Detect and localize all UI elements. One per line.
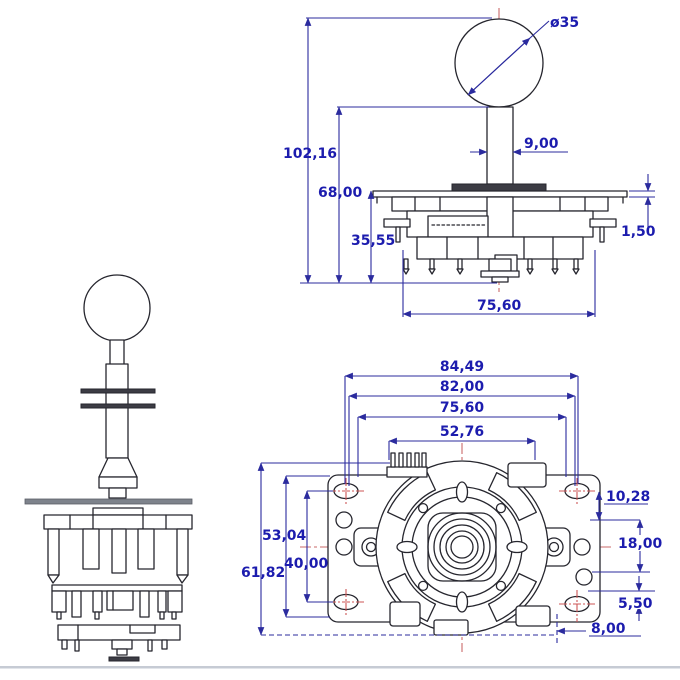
restrictor-mechanism [375, 452, 551, 636]
photo-border-line [0, 666, 680, 669]
shaft [486, 106, 514, 185]
dim-label-body-width: 75,60 [477, 298, 522, 314]
bottom-cover [57, 624, 181, 641]
e-clip [108, 656, 140, 662]
ball-top-outline [83, 274, 151, 342]
dim-label-overall-width: 84,49 [440, 359, 484, 375]
mounting-plate [24, 498, 193, 505]
dim-label-small-offset: 5,50 [618, 596, 653, 612]
switch-pcb [51, 584, 183, 592]
dust-washer-top [80, 388, 156, 394]
connector-pins [390, 452, 427, 468]
dim-label-ball-diameter: ø35 [550, 15, 579, 31]
dim-label-shaft-width: 9,00 [524, 136, 559, 152]
dust-cover [451, 183, 547, 192]
pivot-body [43, 514, 193, 530]
dim-label-bottom-hole-offset: 8,00 [591, 621, 626, 637]
exploded-view-joystick [24, 274, 193, 662]
dim-label-top-hole-offset: 10,28 [606, 489, 650, 505]
dim-label-body-width: 52,76 [440, 424, 484, 440]
dim-label-hole-spacing-width: 75,60 [440, 400, 485, 416]
switch-pins [402, 258, 580, 275]
side-view-dimensioned: ø35 [283, 8, 656, 318]
dim-label-body-height: 35,55 [351, 233, 395, 249]
dust-washer-bottom [80, 403, 156, 409]
ball-top [454, 18, 544, 108]
dim-label-plate-height: 53,04 [262, 528, 307, 544]
dim-label-outer-width: 82,00 [440, 379, 485, 395]
shaft [105, 363, 129, 459]
dim-label-hole-spacing-height: 40,00 [284, 556, 329, 572]
bottom-view-dimensioned: 84,49 82,00 75,60 52,76 61,82 53,04 40,0… [241, 359, 664, 652]
mounting-plate [372, 190, 628, 198]
dim-label-total-height: 102,16 [283, 146, 337, 162]
shaft-neck [109, 339, 125, 366]
hole-centerlines [328, 478, 595, 622]
dim-label-overall-height: 61,82 [241, 565, 285, 581]
dim-label-plate-thickness: 1,50 [621, 224, 656, 240]
dim-label-right-hole-spacing: 18,00 [618, 536, 663, 552]
dim-label-shaft-height: 68,00 [318, 185, 363, 201]
shaft-skirt [98, 457, 138, 478]
connector-block [386, 466, 428, 478]
